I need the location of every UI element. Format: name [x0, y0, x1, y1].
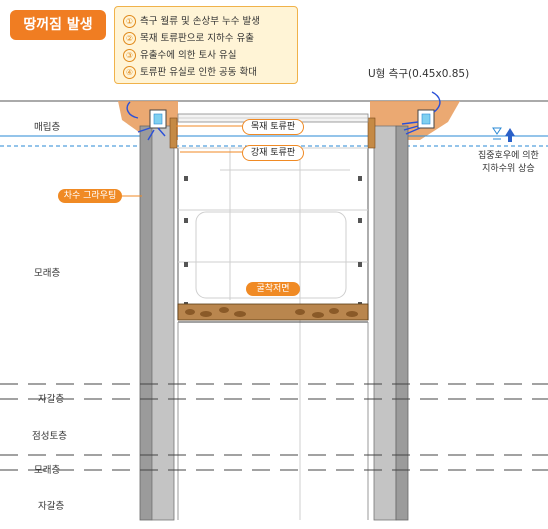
layer-label-clay: 점성토층	[32, 431, 67, 442]
layer-label-sand-lower: 모래층	[34, 465, 61, 476]
right-pile	[395, 125, 409, 521]
title-badge: 땅꺼짐 발생	[10, 10, 106, 40]
steel-board-label: 강재 토류판	[242, 145, 304, 161]
excavation-floor-label: 굴착저면	[246, 282, 300, 296]
groundwater-rise-label: 집중호우에 의한 지하수위 상승	[478, 151, 539, 174]
bracing-frame	[178, 147, 368, 520]
layer-boundaries	[0, 383, 548, 471]
layer-label-fill: 매립층	[34, 122, 61, 133]
wood-board-right	[367, 117, 376, 149]
left-pile-web	[151, 125, 175, 521]
left-pile	[139, 125, 153, 521]
right-pile-web	[373, 125, 397, 521]
layer-label-gravel: 자갈층	[38, 394, 65, 405]
rise-arrow-icon	[505, 128, 515, 136]
water-level-marker	[492, 127, 502, 135]
layer-label-gravel-lower: 자갈층	[38, 501, 65, 512]
leak-arrows-right	[401, 91, 441, 135]
wood-board-left	[169, 117, 178, 149]
layer-label-sand: 모래층	[34, 268, 61, 279]
grouting-label: 차수 그라우팅	[58, 189, 122, 203]
u-ditch-label: U형 측구(0.45x0.85)	[368, 68, 470, 80]
wood-board-label: 목재 토류판	[242, 119, 304, 135]
leak-arrows-left	[126, 101, 166, 141]
